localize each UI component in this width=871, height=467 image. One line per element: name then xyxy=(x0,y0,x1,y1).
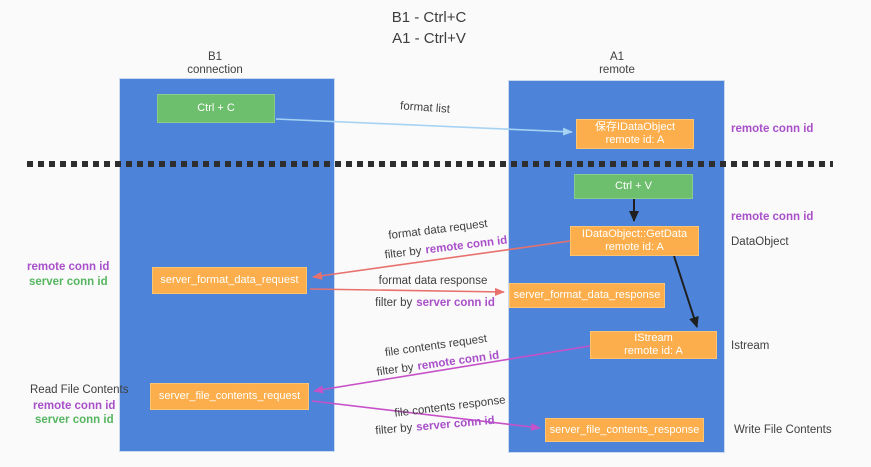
filter-by-text: filter by xyxy=(376,361,415,379)
dataobject-annotation: DataObject xyxy=(731,236,789,248)
write-file-contents-annotation: Write File Contents xyxy=(734,424,832,436)
right-column-header: A1 remote xyxy=(557,51,677,77)
arrow-format-data-response xyxy=(309,287,505,296)
diagram-title: B1 - Ctrl+C A1 - Ctrl+V xyxy=(339,7,519,49)
remote-conn-id-annotation-getdata: remote conn id xyxy=(731,211,814,223)
server-format-data-response-label: server_format_data_response xyxy=(513,289,661,301)
server-conn-id-annotation-file-request: server conn id xyxy=(35,414,114,426)
server-conn-id-annotation-format-request: server conn id xyxy=(29,276,108,288)
istream-remote-id: remote id: A xyxy=(624,345,683,357)
phase-divider-dashed-line xyxy=(27,161,833,167)
server-format-data-response-node: server_format_data_response xyxy=(509,283,665,308)
server-file-contents-response-node: server_file_contents_response xyxy=(545,418,704,442)
format-data-response-arrow-label: format data response xyxy=(378,275,488,287)
remote-conn-id-highlight: remote conn id xyxy=(424,234,509,257)
save-idataobject-node: 保存IDataObject remote id: A xyxy=(576,119,694,149)
ctrl-c-label: Ctrl + C xyxy=(197,102,235,114)
ctrl-v-node: Ctrl + V xyxy=(574,174,693,199)
read-file-contents-annotation: Read File Contents xyxy=(30,384,129,396)
filter-by-text: filter by xyxy=(375,297,413,309)
filter-by-text: filter by xyxy=(374,422,413,438)
remote-conn-id-annotation-top: remote conn id xyxy=(731,123,814,135)
format-list-arrow-label: format list xyxy=(399,100,451,116)
server-file-contents-request-label: server_file_contents_request xyxy=(158,390,301,402)
title-line-1: B1 - Ctrl+C xyxy=(391,9,467,26)
right-column-name: A1 xyxy=(609,51,625,63)
istream-annotation: Istream xyxy=(731,340,770,352)
istream-node: IStream remote id: A xyxy=(590,331,717,359)
idataobject-getdata-node: IDataObject::GetData remote id: A xyxy=(570,226,699,256)
istream-label: IStream xyxy=(634,332,673,344)
left-column-header: B1 connection xyxy=(155,51,275,77)
save-idataobject-label: 保存IDataObject xyxy=(594,121,676,133)
save-idataobject-remote-id: remote id: A xyxy=(605,134,665,146)
filter-by-text: filter by xyxy=(383,245,423,262)
server-file-contents-response-label: server_file_contents_response xyxy=(549,423,700,436)
ctrl-c-node: Ctrl + C xyxy=(157,94,275,123)
ctrl-v-label: Ctrl + V xyxy=(615,180,652,192)
server-conn-id-highlight: server conn id xyxy=(415,414,496,434)
server-format-data-request-label: server_format_data_request xyxy=(160,274,299,286)
server-conn-id-highlight: server conn id xyxy=(416,297,495,309)
server-format-data-request-node: server_format_data_request xyxy=(152,267,307,294)
left-column-subname: connection xyxy=(187,64,243,76)
remote-conn-id-annotation-format-request: remote conn id xyxy=(27,261,110,273)
getdata-label: IDataObject::GetData xyxy=(581,228,688,240)
getdata-remote-id: remote id: A xyxy=(605,241,664,253)
right-column-subname: remote xyxy=(599,64,635,76)
server-file-contents-request-node: server_file_contents_request xyxy=(150,383,309,410)
left-column-name: B1 xyxy=(207,51,223,63)
remote-conn-id-annotation-file-request: remote conn id xyxy=(33,400,116,412)
title-line-2: A1 - Ctrl+V xyxy=(392,30,466,47)
